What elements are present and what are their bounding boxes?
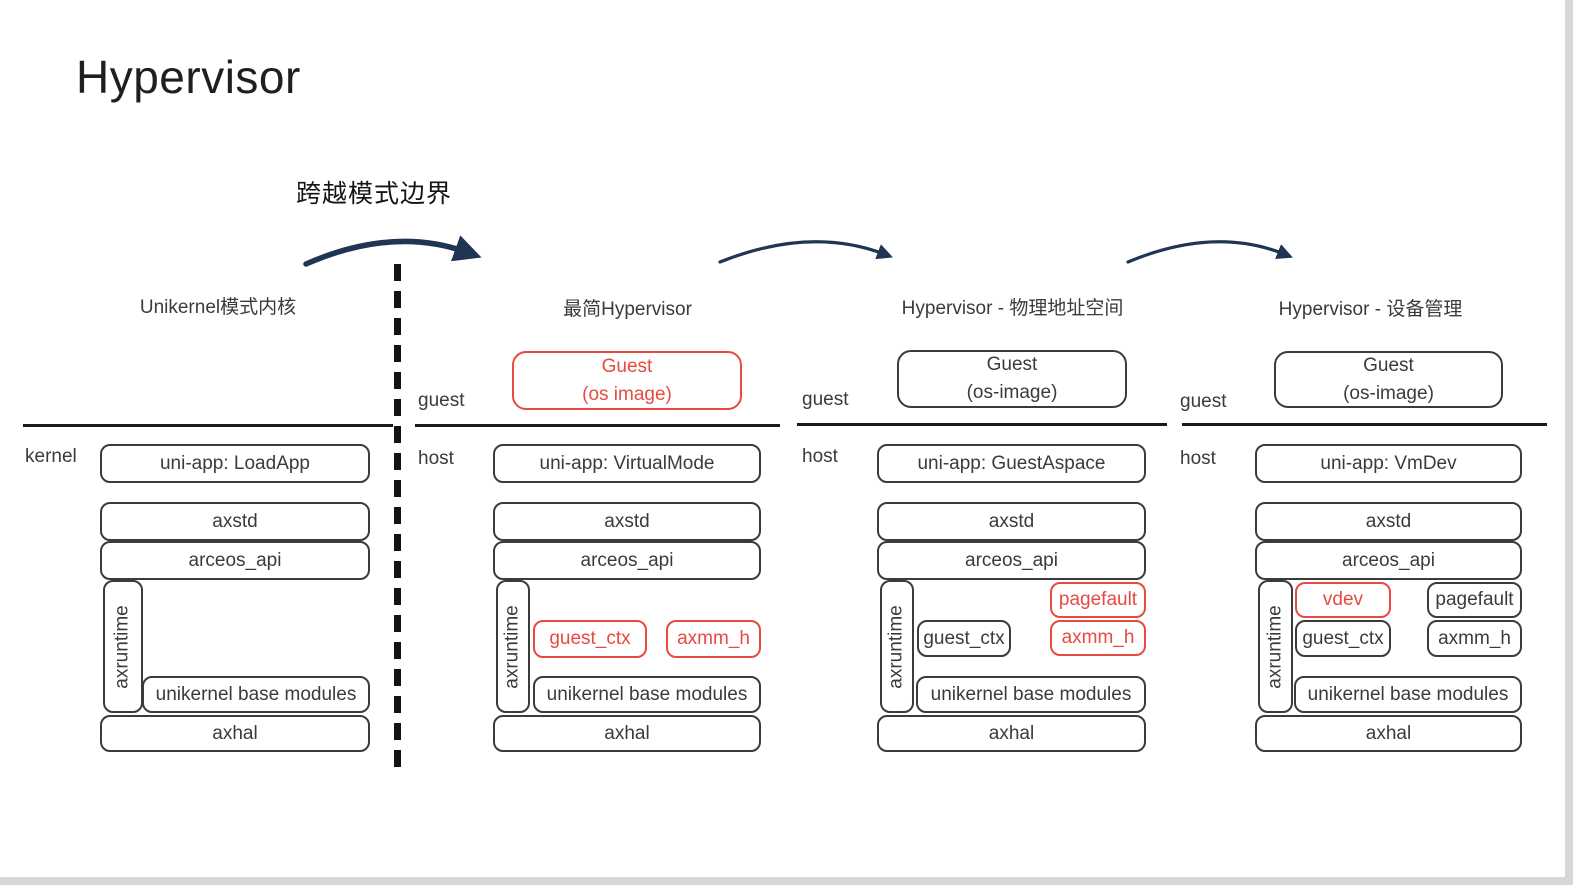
curved-arrow-icon	[718, 240, 893, 264]
curved-arrow-icon	[1126, 240, 1293, 264]
box-axruntime: axruntime	[880, 580, 914, 713]
axruntime-label: axruntime	[112, 604, 134, 689]
mode-boundary-dashed-line	[394, 264, 401, 777]
column-header-min-hypervisor: 最简Hypervisor	[563, 299, 692, 320]
box-unikernel-base-modules: unikernel base modules	[1294, 676, 1522, 713]
box-axruntime: axruntime	[496, 580, 530, 713]
box-arceos-api: arceos_api	[1255, 541, 1522, 580]
box-axruntime: axruntime	[1258, 580, 1293, 713]
page-title: Hypervisor	[76, 51, 301, 103]
box-axstd: axstd	[493, 502, 761, 541]
axruntime-label: axruntime	[886, 604, 908, 689]
guest-label: guest	[1180, 391, 1227, 412]
axruntime-label: axruntime	[502, 604, 524, 689]
box-guest-ctx: guest_ctx	[1295, 620, 1391, 657]
box-axhal: axhal	[493, 715, 761, 752]
box-pagefault: pagefault	[1050, 582, 1146, 618]
column-header-unikernel: Unikernel模式内核	[139, 297, 297, 318]
box-uni-app-loadapp: uni-app: LoadApp	[100, 444, 370, 483]
box-axhal: axhal	[877, 715, 1146, 752]
box-vdev: vdev	[1295, 582, 1391, 618]
guest-host-separator-line	[415, 424, 780, 427]
guest-label: guest	[418, 390, 465, 411]
window-edge-bottom	[0, 877, 1573, 885]
box-unikernel-base-modules: unikernel base modules	[142, 676, 370, 713]
kernel-label: kernel	[25, 446, 77, 467]
box-axmm-h: axmm_h	[1050, 620, 1146, 656]
host-label: host	[418, 448, 454, 469]
window-edge-right	[1565, 0, 1573, 885]
box-uni-app-guestaspace: uni-app: GuestAspace	[877, 444, 1146, 483]
box-axruntime: axruntime	[103, 580, 143, 713]
box-pagefault: pagefault	[1427, 582, 1522, 618]
box-axhal: axhal	[100, 715, 370, 752]
box-unikernel-base-modules: unikernel base modules	[533, 676, 761, 713]
box-axmm-h: axmm_h	[1427, 620, 1522, 657]
guest-box-line1: Guest	[601, 355, 653, 377]
column-header-phys-aspace: Hypervisor - 物理地址空间	[901, 298, 1124, 319]
box-axstd: axstd	[1255, 502, 1522, 541]
box-arceos-api: arceos_api	[493, 541, 761, 580]
box-arceos-api: arceos_api	[100, 541, 370, 580]
box-uni-app-vmdev: uni-app: VmDev	[1255, 444, 1522, 483]
guest-label: guest	[802, 389, 849, 410]
guest-box: Guest (os-image)	[1274, 351, 1503, 408]
guest-host-separator-line	[1182, 423, 1547, 426]
guest-box-line1: Guest	[1363, 354, 1414, 376]
kernel-separator-line	[23, 424, 393, 427]
guest-box-line2: (os image)	[582, 383, 672, 405]
guest-box-line2: (os-image)	[1343, 382, 1434, 404]
guest-box-line2: (os-image)	[966, 382, 1058, 403]
curved-arrow-bold-icon	[303, 235, 482, 267]
box-arceos-api: arceos_api	[877, 541, 1146, 580]
box-unikernel-base-modules: unikernel base modules	[916, 676, 1146, 713]
host-label: host	[1180, 448, 1216, 469]
host-label: host	[802, 446, 838, 467]
guest-box: Guest (os-image)	[897, 350, 1127, 408]
box-axstd: axstd	[100, 502, 370, 541]
box-axmm-h: axmm_h	[666, 620, 761, 658]
guest-box: Guest (os image)	[512, 351, 742, 410]
box-axhal: axhal	[1255, 715, 1522, 752]
crossing-mode-label: 跨越模式边界	[296, 180, 453, 208]
axruntime-label: axruntime	[1264, 604, 1286, 689]
guest-box-line1: Guest	[986, 354, 1038, 376]
box-guest-ctx: guest_ctx	[917, 620, 1011, 657]
guest-host-separator-line	[797, 423, 1167, 426]
box-guest-ctx: guest_ctx	[533, 620, 647, 658]
column-header-device-mgmt: Hypervisor - 设备管理	[1278, 299, 1463, 320]
box-uni-app-virtualmode: uni-app: VirtualMode	[493, 444, 761, 483]
box-axstd: axstd	[877, 502, 1146, 541]
